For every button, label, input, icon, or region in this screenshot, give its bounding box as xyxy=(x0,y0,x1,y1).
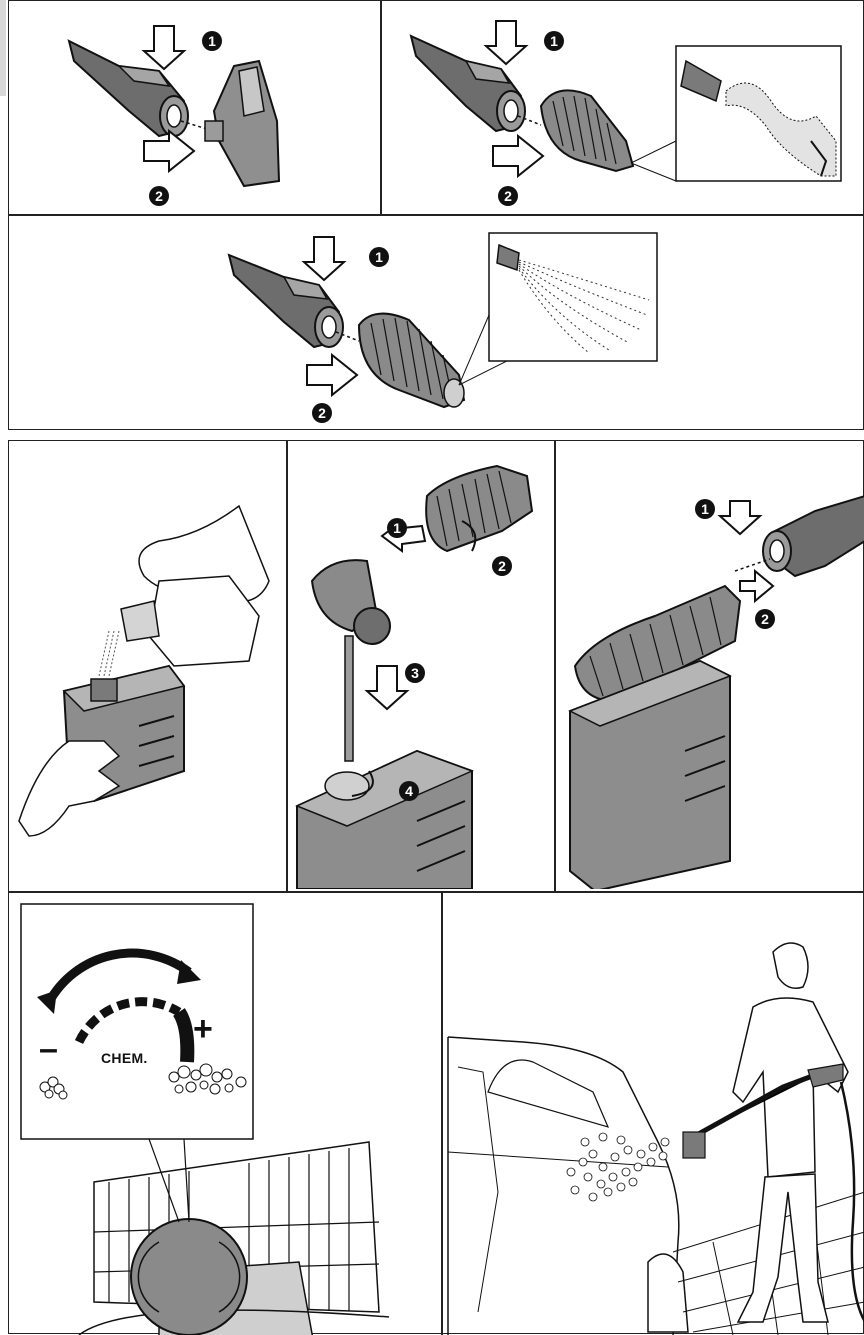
step-1-label: 1 xyxy=(393,520,401,536)
minus-sign: – xyxy=(39,1032,58,1066)
step-1-label: 1 xyxy=(208,33,216,49)
step-4-label: 4 xyxy=(405,783,413,799)
plus-sign: + xyxy=(193,1012,213,1046)
step-1-label: 1 xyxy=(375,249,383,265)
step-2-label: 2 xyxy=(498,558,506,574)
page-edge-tab xyxy=(0,0,6,96)
fill-detergent-illustration xyxy=(9,441,285,889)
chem-dial-panel: – + CHEM. xyxy=(9,892,441,1335)
step-2-label: 2 xyxy=(155,188,163,204)
step-2-label: 2 xyxy=(504,188,512,204)
step-1-label: 1 xyxy=(550,33,558,49)
attach-foam-illustration: 1 2 xyxy=(555,441,864,889)
dial-background xyxy=(9,892,441,1335)
chem-label: CHEM. xyxy=(101,1050,148,1066)
fan-nozzle-illustration: 1 2 xyxy=(9,1,379,213)
step-3-label: 3 xyxy=(411,665,419,681)
turbo-nozzle-illustration: 1 2 xyxy=(381,1,864,213)
step-2-label: 2 xyxy=(761,611,769,627)
spray-nozzle-illustration: 1 2 xyxy=(209,215,669,429)
assemble-foam-illustration: 1 2 3 4 xyxy=(287,441,553,889)
washing-car-illustration xyxy=(443,892,864,1335)
step-2-label: 2 xyxy=(318,405,326,421)
nozzle-figure: 1 2 1 2 xyxy=(8,0,864,430)
foam-figure: 1 2 3 4 xyxy=(8,440,864,1334)
step-1-label: 1 xyxy=(701,501,709,517)
